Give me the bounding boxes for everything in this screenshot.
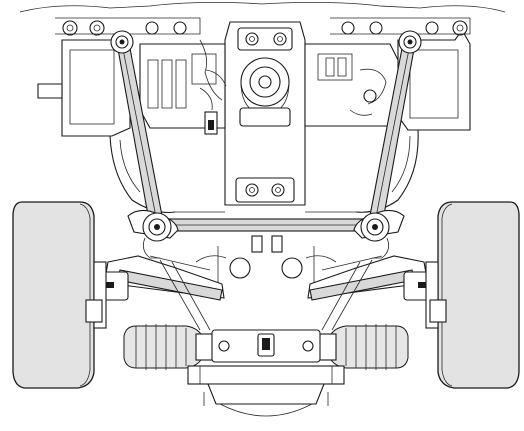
- right-steering-boot: [317, 324, 409, 370]
- left-lower-arm: [97, 255, 225, 331]
- tie-bar: [159, 218, 373, 232]
- left-ball-joint: [127, 209, 179, 259]
- gearbox-housing: [19, 2, 506, 214]
- left-steering-boot: [123, 324, 215, 370]
- steering-rack: [187, 329, 345, 417]
- left-wheel: [12, 201, 107, 389]
- right-wheel: [425, 201, 520, 389]
- right-strut-rod: [367, 30, 422, 227]
- right-ball-joint: [353, 209, 405, 259]
- right-lower-arm: [307, 255, 435, 331]
- centre-brackets: [195, 235, 337, 292]
